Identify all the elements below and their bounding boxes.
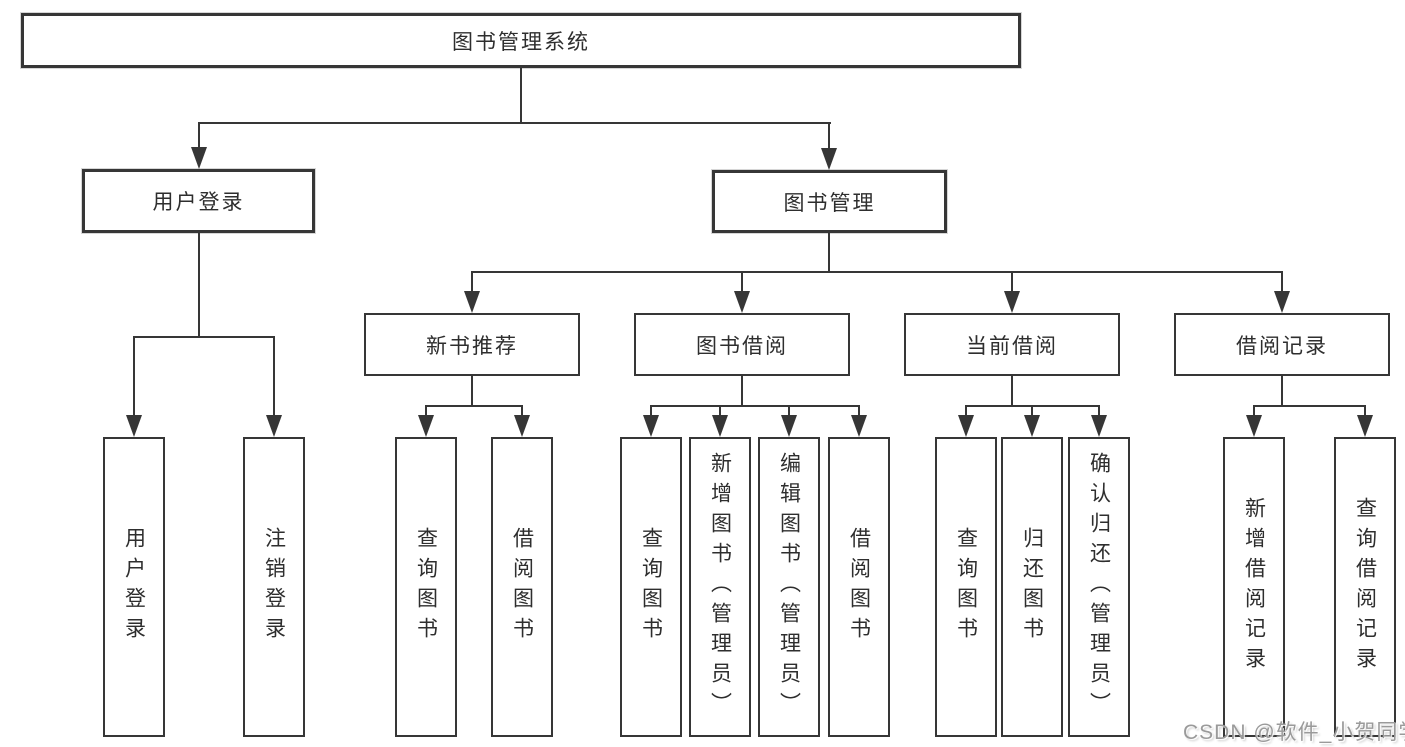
node-leaf-query-borrow-record-label: 查询借阅记录 bbox=[1353, 497, 1377, 677]
arrowhead-down-icon bbox=[191, 147, 207, 169]
connector-records-split bbox=[1253, 405, 1366, 407]
node-leaf-add-borrow-record-label: 新增借阅记录 bbox=[1242, 497, 1266, 677]
node-root-label: 图书管理系统 bbox=[452, 30, 590, 54]
arrowhead-down-icon bbox=[734, 291, 750, 313]
connector-to-leaf-user-login bbox=[133, 336, 135, 415]
connector-leaf bbox=[425, 405, 427, 415]
node-leaf-return-books-label: 归还图书 bbox=[1020, 527, 1044, 647]
node-root: 图书管理系统 bbox=[21, 13, 1021, 68]
arrowhead-down-icon bbox=[712, 415, 728, 437]
arrowhead-down-icon bbox=[266, 415, 282, 437]
node-user-login-group-label: 用户登录 bbox=[152, 191, 245, 214]
node-user-login-group: 用户登录 bbox=[82, 169, 315, 233]
node-leaf-add-books-admin-label: 新增图书（管理员） bbox=[708, 452, 732, 722]
connector-leaf bbox=[521, 405, 523, 415]
connector-newbook-trunk bbox=[471, 376, 473, 405]
node-leaf-borrow-books-1-label: 借阅图书 bbox=[510, 527, 534, 647]
node-leaf-user-login: 用户登录 bbox=[103, 437, 165, 737]
connector-leaf bbox=[650, 405, 652, 415]
arrowhead-down-icon bbox=[821, 148, 837, 170]
connector-root-trunk bbox=[520, 68, 522, 122]
node-book-borrow-label: 图书借阅 bbox=[696, 334, 788, 358]
node-book-borrow: 图书借阅 bbox=[634, 313, 850, 376]
connector-leaf bbox=[858, 405, 860, 415]
connector-to-new-book bbox=[471, 271, 473, 291]
arrowhead-down-icon bbox=[781, 415, 797, 437]
connector-root-split bbox=[198, 122, 831, 124]
arrowhead-down-icon bbox=[958, 415, 974, 437]
arrowhead-down-icon bbox=[464, 291, 480, 313]
connector-current-trunk bbox=[1011, 376, 1013, 405]
node-leaf-edit-books-admin-label: 编辑图书（管理员） bbox=[777, 452, 801, 722]
arrowhead-down-icon bbox=[643, 415, 659, 437]
connector-leaf bbox=[1031, 405, 1033, 415]
connector-leaf bbox=[788, 405, 790, 415]
node-book-mgmt-label: 图书管理 bbox=[783, 191, 876, 215]
node-leaf-add-borrow-record: 新增借阅记录 bbox=[1223, 437, 1285, 737]
connector-leaf bbox=[1253, 405, 1255, 415]
arrowhead-down-icon bbox=[1004, 291, 1020, 313]
connector-records-trunk bbox=[1281, 376, 1283, 405]
connector-to-user-login bbox=[198, 122, 200, 147]
arrowhead-down-icon bbox=[514, 415, 530, 437]
connector-to-book-borrow bbox=[741, 271, 743, 291]
connector-to-borrow-records bbox=[1281, 271, 1283, 291]
node-borrow-records: 借阅记录 bbox=[1174, 313, 1390, 376]
node-leaf-query-books-3-label: 查询图书 bbox=[954, 527, 978, 647]
connector-user-trunk bbox=[198, 233, 200, 336]
node-leaf-user-login-label: 用户登录 bbox=[122, 527, 146, 647]
node-leaf-logout: 注销登录 bbox=[243, 437, 305, 737]
arrowhead-down-icon bbox=[1246, 415, 1262, 437]
arrowhead-down-icon bbox=[1091, 415, 1107, 437]
node-new-book-recommend-label: 新书推荐 bbox=[426, 334, 518, 358]
connector-borrow-trunk bbox=[741, 376, 743, 405]
node-leaf-return-books: 归还图书 bbox=[1001, 437, 1063, 737]
node-leaf-query-books-2-label: 查询图书 bbox=[639, 527, 663, 647]
node-leaf-add-books-admin: 新增图书（管理员） bbox=[689, 437, 751, 737]
connector-to-leaf-logout bbox=[273, 336, 275, 415]
arrowhead-down-icon bbox=[418, 415, 434, 437]
connector-mgmt-trunk bbox=[828, 233, 830, 271]
arrowhead-down-icon bbox=[851, 415, 867, 437]
node-current-borrow: 当前借阅 bbox=[904, 313, 1120, 376]
arrowhead-down-icon bbox=[126, 415, 142, 437]
connector-to-current-borrow bbox=[1011, 271, 1013, 291]
node-book-mgmt: 图书管理 bbox=[712, 170, 947, 233]
node-leaf-borrow-books-1: 借阅图书 bbox=[491, 437, 553, 737]
arrowhead-down-icon bbox=[1274, 291, 1290, 313]
connector-user-split bbox=[133, 336, 275, 338]
node-leaf-borrow-books-2-label: 借阅图书 bbox=[847, 527, 871, 647]
node-leaf-confirm-return-admin: 确认归还（管理员） bbox=[1068, 437, 1130, 737]
connector-newbook-split bbox=[425, 405, 523, 407]
connector-borrow-split bbox=[650, 405, 860, 407]
node-leaf-confirm-return-admin-label: 确认归还（管理员） bbox=[1087, 452, 1111, 722]
connector-leaf bbox=[1364, 405, 1366, 415]
node-leaf-borrow-books-2: 借阅图书 bbox=[828, 437, 890, 737]
connector-leaf bbox=[1098, 405, 1100, 415]
arrowhead-down-icon bbox=[1357, 415, 1373, 437]
node-leaf-edit-books-admin: 编辑图书（管理员） bbox=[758, 437, 820, 737]
node-borrow-records-label: 借阅记录 bbox=[1236, 334, 1328, 358]
node-leaf-query-books-1: 查询图书 bbox=[395, 437, 457, 737]
csdn-watermark: CSDN @软件_小贺同学 bbox=[1183, 721, 1405, 744]
node-leaf-logout-label: 注销登录 bbox=[262, 527, 286, 647]
node-leaf-query-books-2: 查询图书 bbox=[620, 437, 682, 737]
connector-leaf bbox=[965, 405, 967, 415]
node-current-borrow-label: 当前借阅 bbox=[966, 334, 1058, 358]
node-leaf-query-borrow-record: 查询借阅记录 bbox=[1334, 437, 1396, 737]
node-leaf-query-books-3: 查询图书 bbox=[935, 437, 997, 737]
connector-to-book-mgmt bbox=[828, 122, 830, 148]
connector-leaf bbox=[719, 405, 721, 415]
connector-mgmt-split bbox=[471, 271, 1283, 273]
node-leaf-query-books-1-label: 查询图书 bbox=[414, 527, 438, 647]
node-new-book-recommend: 新书推荐 bbox=[364, 313, 580, 376]
arrowhead-down-icon bbox=[1024, 415, 1040, 437]
